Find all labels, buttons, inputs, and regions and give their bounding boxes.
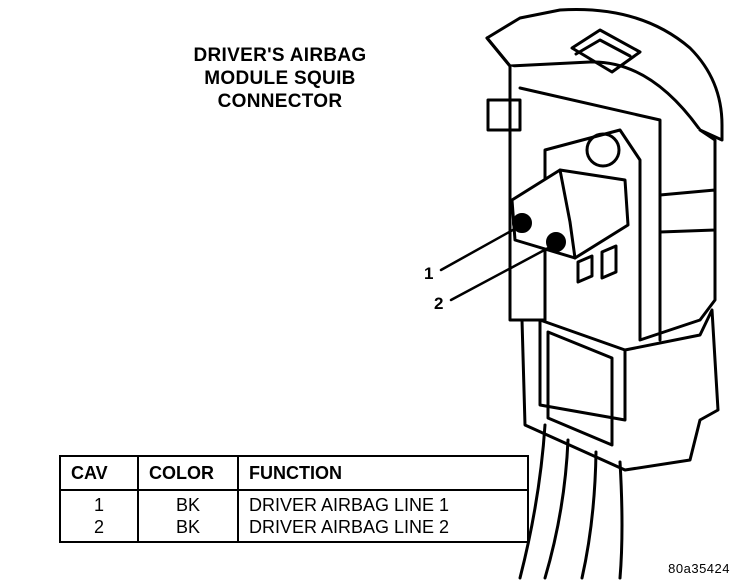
table-row: 1 2 BK BK DRIVER AIRBAG LINE 1 DRIVER AI… [59,489,529,543]
cav-cell: 1 2 [59,489,139,543]
wire-2 [543,438,570,580]
wire-4 [618,460,624,580]
color-cell: BK BK [137,489,239,543]
figure-reference-id: 80a35424 [668,561,730,576]
title-line-1: DRIVER'S AIRBAG [193,45,367,66]
cav-value: 2 [93,517,104,537]
function-cell: DRIVER AIRBAG LINE 1 DRIVER AIRBAG LINE … [237,489,529,543]
diagram-title: DRIVER'S AIRBAG MODULE SQUIB CONNECTOR [150,44,410,113]
header-cav: CAV [59,455,139,491]
header-function: FUNCTION [237,455,529,491]
color-value: BK [175,517,200,537]
connector-side-flange [486,98,522,132]
pinout-table: CAV COLOR FUNCTION 1 2 BK BK DRIVER AIRB… [59,455,529,543]
connector-wire-housing [520,308,720,472]
connector-top-cap [485,8,724,142]
leader-line-2 [449,244,554,302]
callout-label-1: 1 [424,264,434,283]
wire-1 [518,423,547,580]
color-value: BK [175,495,200,515]
title-line-3: CONNECTOR [217,91,343,112]
function-value: DRIVER AIRBAG LINE 2 [249,517,450,537]
header-color: COLOR [137,455,239,491]
table-header-row: CAV COLOR FUNCTION [59,455,529,491]
function-value: DRIVER AIRBAG LINE 1 [249,495,450,515]
title-line-2: MODULE SQUIB [204,68,356,89]
leader-line-1 [439,224,522,272]
callout-label-2: 2 [434,294,444,313]
cav-value: 1 [93,495,104,515]
connector-latch-tab [570,28,642,74]
connector-round-port [585,132,621,168]
wire-3 [580,450,598,580]
connector-cap-ridge [485,36,512,68]
